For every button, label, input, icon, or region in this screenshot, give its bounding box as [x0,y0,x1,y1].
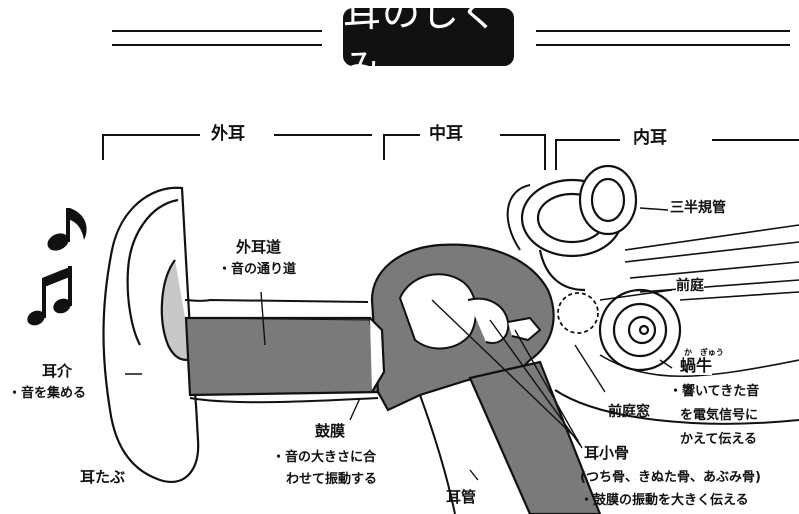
cochlea-note-3: かえて伝える [680,432,757,447]
ear-canal-note: ・音の通り道 [218,262,297,277]
ossicles-note: ・鼓膜の振動を大きく伝える [580,493,749,508]
vestibule-label: 前庭 [676,278,704,295]
eardrum-label: 鼓膜 [315,422,346,440]
title-rules [112,30,790,46]
semicircular-canals-label: 三半規管 [670,200,726,217]
beamed-notes-icon [27,266,72,326]
vestibule-shape [557,292,599,334]
eustachian-tube-label: 耳管 [446,488,477,506]
cochlea-ruby-2: ぎゅう [700,348,724,357]
cochlea-ruby-1: か [684,348,692,357]
section-middle-ear: 中耳 [426,124,466,145]
eardrum-shape [369,317,386,393]
section-brackets [102,134,799,170]
earlobe-label: 耳たぶ [80,468,126,486]
cochlea-note-1: ・響いてきた音 [669,384,760,399]
eardrum-note-1: ・音の大きさに合 [272,450,377,465]
eardrum-note-2: わせて振動する [286,472,378,487]
auricle-shape [102,186,200,483]
auricle-note: ・音を集める [8,386,87,401]
eustachian-tube-shape [419,360,602,514]
cochlea-label: 蝸牛 [680,356,713,376]
ear-canal-label: 外耳道 [236,238,282,256]
section-outer-ear: 外耳 [208,124,248,145]
nerve-bundle-shape [599,224,799,377]
page-title: 耳のしくみ [343,0,514,90]
semicircular-canals-shape [520,164,638,292]
eighth-note-icon [47,208,87,251]
ossicles-label: 耳小骨 [584,444,630,462]
cochlea-shape [598,288,682,372]
bone-outline [506,184,799,425]
cochlea-note-2: を電気信号に [680,408,759,423]
auricle-label: 耳介 [42,362,73,380]
ear-canal-shape [184,298,382,404]
ossicles-names: (つち骨、きぬた骨、あぶみ骨) [580,470,761,485]
section-inner-ear: 内耳 [630,128,670,149]
oval-window-label: 前庭窓 [608,404,650,420]
leader-lines [125,207,673,481]
